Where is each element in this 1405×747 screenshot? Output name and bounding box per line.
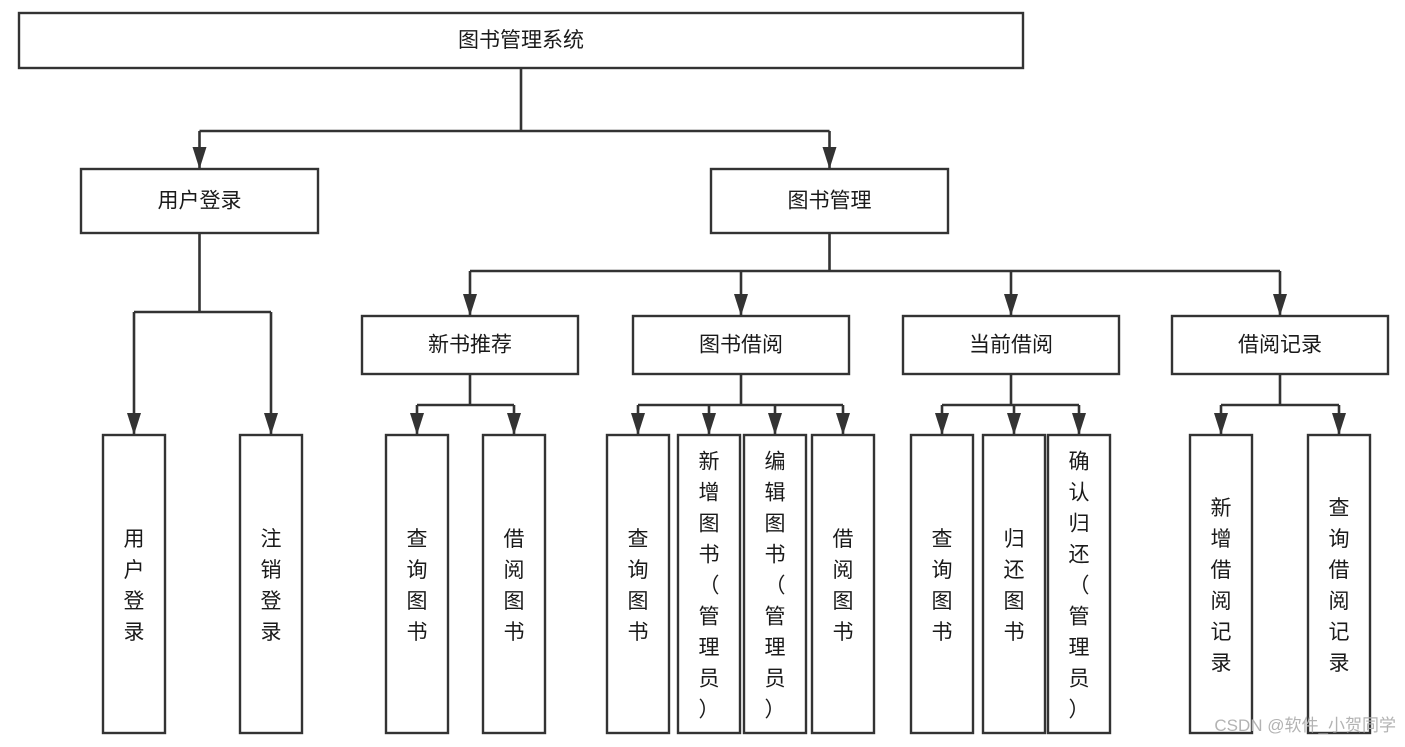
level3-arrow xyxy=(734,294,748,316)
node-label: 查询借阅记录 xyxy=(1329,497,1350,675)
node-label: 查询图书 xyxy=(932,528,953,644)
leaf-arrow xyxy=(127,413,141,435)
node-label: 注销登录 xyxy=(261,528,282,644)
leaf-arrow xyxy=(836,413,850,435)
node-label: 用户登录 xyxy=(124,528,145,644)
node-label: 新书推荐 xyxy=(428,334,512,357)
node-label: 当前借阅 xyxy=(969,334,1053,357)
leaf-arrow xyxy=(1072,413,1086,435)
node-box[interactable] xyxy=(101,433,167,735)
node-box[interactable] xyxy=(709,167,950,235)
node-box[interactable] xyxy=(909,433,975,735)
node-label: 借阅记录 xyxy=(1238,334,1322,357)
node-label: 确认归还（管理员） xyxy=(1069,451,1090,722)
csdn-watermark: CSDN @软件_小贺同学 xyxy=(1214,716,1396,735)
node-label: 图书管理 xyxy=(788,190,872,213)
node-leaf-8[interactable]: 查询图书 xyxy=(909,433,975,735)
node-box[interactable] xyxy=(810,433,876,735)
node-root-0[interactable]: 图书管理系统 xyxy=(17,11,1025,70)
node-label: 图书借阅 xyxy=(699,334,783,357)
node-level3-0[interactable]: 新书推荐 xyxy=(360,314,580,376)
node-box[interactable] xyxy=(676,433,742,735)
level2-arrow xyxy=(192,147,207,169)
node-box[interactable] xyxy=(901,314,1121,376)
node-leaf-5[interactable]: 新增图书（管理员） xyxy=(676,433,742,735)
leaf-arrow xyxy=(264,413,278,435)
leaf-arrow xyxy=(410,413,424,435)
level2-arrow xyxy=(822,147,837,169)
leaf-arrow xyxy=(1332,413,1346,435)
node-label: 归还图书 xyxy=(1004,528,1025,644)
level3-arrow xyxy=(1273,294,1287,316)
node-box[interactable] xyxy=(631,314,851,376)
node-label: 借阅图书 xyxy=(504,528,525,644)
node-box[interactable] xyxy=(1170,314,1390,376)
node-box[interactable] xyxy=(1046,433,1112,735)
node-leaf-11[interactable]: 新增借阅记录 xyxy=(1188,433,1254,735)
node-label: 查询图书 xyxy=(407,528,428,644)
leaf-arrow xyxy=(507,413,521,435)
node-leaf-10[interactable]: 确认归还（管理员） xyxy=(1046,433,1112,735)
leaf-arrow xyxy=(768,413,782,435)
node-label: 编辑图书（管理员） xyxy=(765,451,786,722)
node-level3-3[interactable]: 借阅记录 xyxy=(1170,314,1390,376)
boxes-layer: 图书管理系统用户登录图书管理新书推荐图书借阅当前借阅借阅记录用户登录注销登录查询… xyxy=(17,11,1390,735)
leaf-arrow xyxy=(631,413,645,435)
node-label: 借阅图书 xyxy=(833,528,854,644)
node-label: 查询图书 xyxy=(628,528,649,644)
node-leaf-3[interactable]: 借阅图书 xyxy=(481,433,547,735)
node-leaf-6[interactable]: 编辑图书（管理员） xyxy=(742,433,808,735)
node-label: 图书管理系统 xyxy=(458,29,584,52)
node-leaf-1[interactable]: 注销登录 xyxy=(238,433,304,735)
node-leaf-9[interactable]: 归还图书 xyxy=(981,433,1047,735)
node-box[interactable] xyxy=(238,433,304,735)
node-level3-1[interactable]: 图书借阅 xyxy=(631,314,851,376)
node-box[interactable] xyxy=(742,433,808,735)
node-level2-0[interactable]: 用户登录 xyxy=(79,167,320,235)
node-box[interactable] xyxy=(17,11,1025,70)
node-box[interactable] xyxy=(481,433,547,735)
node-box[interactable] xyxy=(360,314,580,376)
leaf-arrow xyxy=(1007,413,1021,435)
node-label: 新增借阅记录 xyxy=(1211,497,1232,675)
leaf-arrow xyxy=(935,413,949,435)
leaf-arrow xyxy=(702,413,716,435)
node-leaf-0[interactable]: 用户登录 xyxy=(101,433,167,735)
node-leaf-2[interactable]: 查询图书 xyxy=(384,433,450,735)
node-box[interactable] xyxy=(1188,433,1254,735)
node-leaf-7[interactable]: 借阅图书 xyxy=(810,433,876,735)
leaf-arrow xyxy=(1214,413,1228,435)
node-leaf-4[interactable]: 查询图书 xyxy=(605,433,671,735)
level3-arrow xyxy=(463,294,477,316)
node-box[interactable] xyxy=(1306,433,1372,735)
node-box[interactable] xyxy=(605,433,671,735)
node-level2-1[interactable]: 图书管理 xyxy=(709,167,950,235)
node-label: 用户登录 xyxy=(158,190,242,213)
node-box[interactable] xyxy=(384,433,450,735)
node-leaf-12[interactable]: 查询借阅记录 xyxy=(1306,433,1372,735)
node-label: 新增图书（管理员） xyxy=(699,451,720,722)
level3-arrow xyxy=(1004,294,1018,316)
connectors-layer xyxy=(127,68,1346,435)
node-box[interactable] xyxy=(981,433,1047,735)
node-level3-2[interactable]: 当前借阅 xyxy=(901,314,1121,376)
node-box[interactable] xyxy=(79,167,320,235)
